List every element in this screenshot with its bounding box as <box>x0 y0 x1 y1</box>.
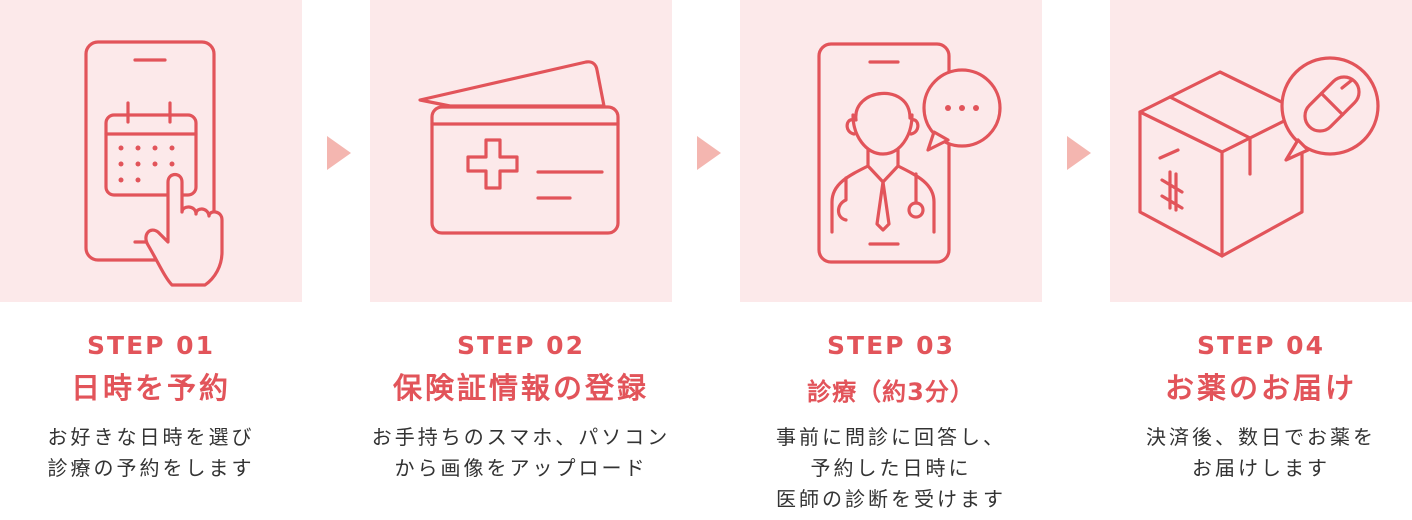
step-3-desc-line: 医師の診断を受けます <box>776 487 1006 511</box>
step-1-desc-line: お好きな日時を選び <box>47 425 255 449</box>
step-2-desc: お手持ちのスマホ、パソコン から画像をアップロード <box>370 422 672 484</box>
step-1-panel <box>0 0 302 302</box>
step-1: STEP 01 日時を予約 お好きな日時を選び 診療の予約をします <box>0 0 302 480</box>
step-arrow-2 <box>697 136 721 170</box>
step-1-desc-line: 診療の予約をします <box>47 456 255 480</box>
step-2-label: STEP 02 <box>457 331 585 360</box>
step-2-desc-line: お手持ちのスマホ、パソコン <box>371 425 671 449</box>
step-1-title: 日時を予約 <box>70 371 231 405</box>
step-4: STEP 04 お薬のお届け 決済後、数日でお薬を お届けします <box>1110 0 1412 480</box>
step-4-desc-line: お届けします <box>1192 456 1330 480</box>
step-3: STEP 03 診療（約3分） 事前に問診に回答し、 予約した日時に 医師の診断… <box>740 0 1042 511</box>
insurance-card-icon <box>418 60 620 235</box>
step-4-panel <box>1110 0 1412 302</box>
step-3-title: 診療（約3分） <box>807 378 975 406</box>
step-2: STEP 02 保険証情報の登録 お手持ちのスマホ、パソコン から画像をアップロ… <box>370 0 672 480</box>
step-3-panel <box>740 0 1042 302</box>
doctor-video-call-icon <box>817 42 1002 264</box>
step-2-title: 保険証情報の登録 <box>392 371 649 405</box>
calendar-phone-icon <box>84 40 224 287</box>
step-4-desc: 決済後、数日でお薬を お届けします <box>1110 422 1412 484</box>
step-4-desc-line: 決済後、数日でお薬を <box>1146 425 1376 449</box>
step-1-label: STEP 01 <box>87 331 215 360</box>
step-4-label: STEP 04 <box>1197 331 1325 360</box>
step-3-desc-line: 事前に問診に回答し、 <box>776 425 1006 449</box>
step-2-panel <box>370 0 672 302</box>
step-2-desc-line: から画像をアップロード <box>394 456 648 480</box>
step-arrow-3 <box>1067 136 1091 170</box>
step-3-desc-line: 予約した日時に <box>810 456 972 480</box>
step-1-desc: お好きな日時を選び 診療の予約をします <box>0 422 302 484</box>
step-3-label: STEP 03 <box>827 331 955 360</box>
step-4-title: お薬のお届け <box>1164 371 1357 405</box>
step-arrow-1 <box>327 136 351 170</box>
step-3-desc: 事前に問診に回答し、 予約した日時に 医師の診断を受けます <box>740 422 1042 515</box>
medicine-delivery-icon <box>1138 56 1380 258</box>
